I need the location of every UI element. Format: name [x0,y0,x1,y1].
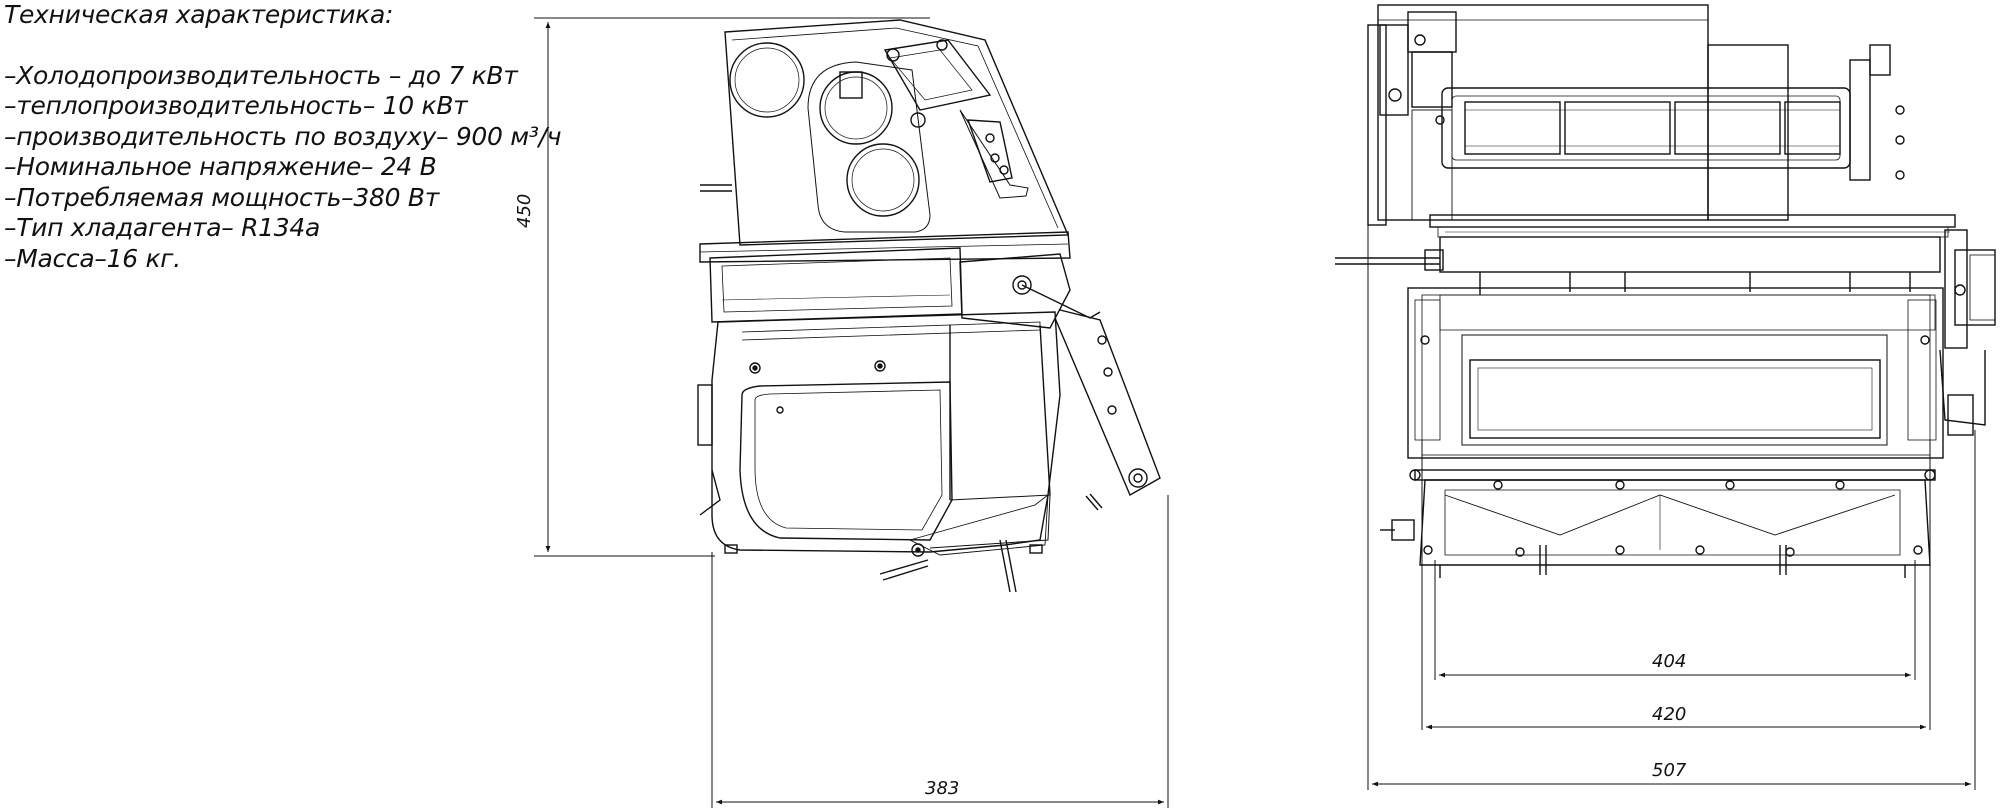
side-width-dimension [711,495,1169,808]
height-value: 450 [514,194,535,228]
overall-width-value: 507 [1652,760,1687,781]
spec-power: –Потребляемая мощность–380 Вт [4,182,439,212]
side-width-value: 383 [925,778,959,799]
spec-voltage: –Номинальное напряжение– 24 В [4,152,437,181]
specs-title: Техническая характеристика: [4,0,394,29]
mid-width-value: 420 [1652,704,1686,725]
spec-airflow: –производительность по воздуху– 900 м³/ч [4,121,562,151]
inner-width-value: 404 [1652,651,1686,672]
spec-mass: –Масса–16 кг. [4,243,181,273]
technical-specifications: Техническая характеристика: –Холодопроиз… [4,0,562,274]
height-dimension [534,17,930,557]
front-view [1335,4,1996,578]
spec-refrigerant: –Тип хладагента– R134a [4,213,321,242]
side-view [697,19,1161,593]
spec-heating-capacity: –теплопроизводительность– 10 кВт [4,91,468,120]
spec-cooling-capacity: –Холодопроизводительность – до 7 кВт [4,60,518,90]
front-dimension-lines [1367,225,1976,790]
